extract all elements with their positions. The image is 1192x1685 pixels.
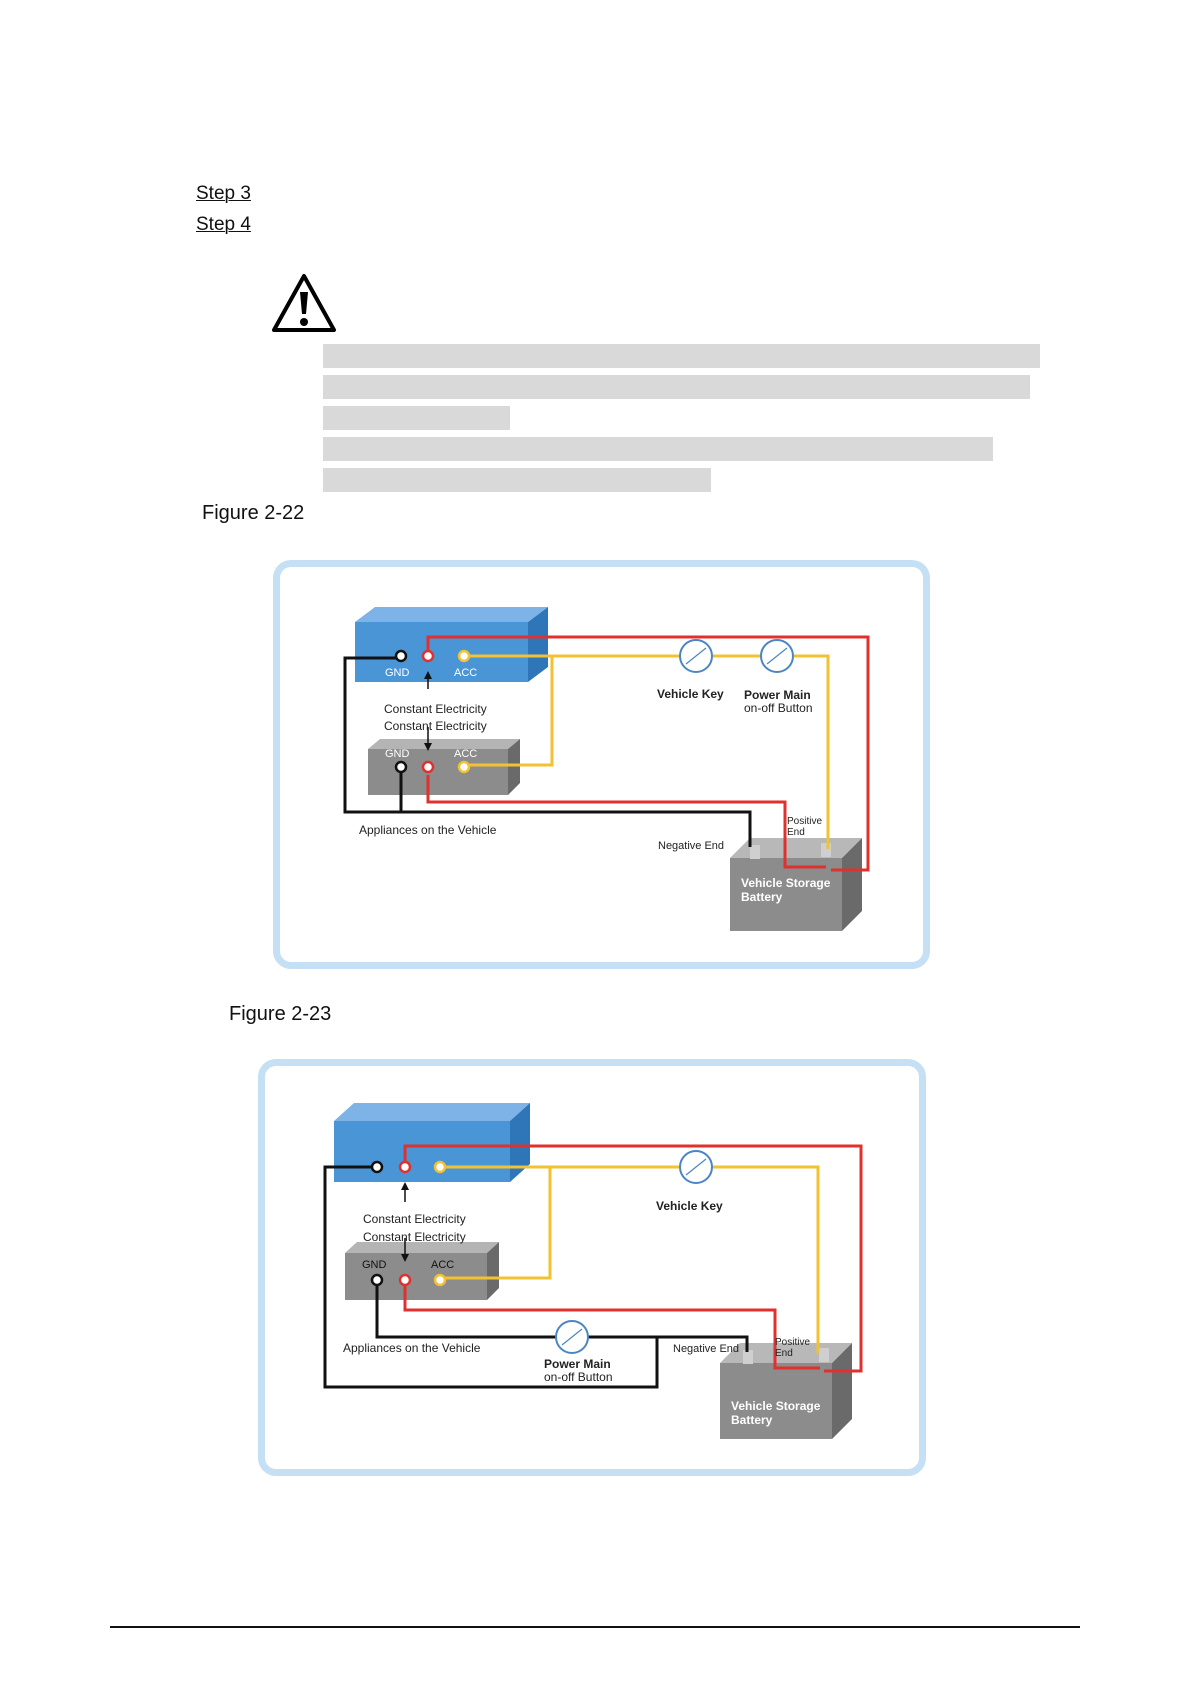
footer-divider: [110, 1626, 1080, 1628]
redacted-text-line: [323, 406, 510, 430]
vehicle-key-label: Vehicle Key: [657, 687, 724, 701]
gnd-label: GND: [362, 1182, 387, 1194]
battery-label: Battery: [741, 890, 783, 904]
acc-label: ACC: [430, 1182, 453, 1194]
wiring-diagram: GND ACC Constant Electricity Constant El…: [323, 1103, 863, 1439]
wiring-diagram: GND ACC Constant Electricity Constant El…: [343, 607, 870, 931]
constant-electricity-label: Constant Electricity: [384, 702, 487, 716]
battery-label: Vehicle Storage: [731, 1399, 821, 1413]
acc-label: ACC: [431, 1259, 454, 1271]
power-main-label: Power Main: [544, 1357, 611, 1371]
step-3-label: Step 3: [196, 183, 251, 204]
power-main-label: Power Main: [744, 688, 811, 702]
constant-electricity-label: Constant Electricity: [384, 719, 487, 733]
appliances-label: Appliances on the Vehicle: [359, 823, 497, 837]
appliances-label: Appliances on the Vehicle: [343, 1341, 481, 1355]
constant-electricity-label: Constant Electricity: [363, 1212, 466, 1226]
gnd-label: GND: [362, 1259, 387, 1271]
gnd-label: GND: [385, 667, 410, 679]
battery-label: Battery: [731, 1413, 773, 1427]
wiring-diagram-frame: GND ACC Constant Electricity Constant El…: [273, 560, 930, 969]
redacted-text-line: [323, 468, 711, 492]
step-4-label: Step 4: [196, 214, 251, 235]
power-main-label: on-off Button: [544, 1370, 613, 1384]
vehicle-key-switch-icon: [679, 639, 713, 673]
power-main-label: on-off Button: [744, 701, 813, 715]
power-main-switch-icon: [760, 639, 794, 673]
gnd-label: GND: [385, 748, 410, 760]
positive-end-label: Positive: [775, 1337, 810, 1348]
wiring-diagram-frame: GND ACC Constant Electricity Constant El…: [258, 1059, 926, 1476]
redacted-text-line: [323, 375, 1030, 399]
vehicle-key-switch-icon: [679, 1150, 713, 1184]
constant-electricity-label: Constant Electricity: [363, 1230, 466, 1244]
positive-end-label: Positive: [787, 816, 822, 827]
redacted-text-line: [323, 437, 993, 461]
power-main-switch-icon: [555, 1320, 589, 1354]
figure-caption: Figure 2-23: [229, 1003, 332, 1025]
vehicle-key-label: Vehicle Key: [656, 1199, 723, 1213]
redacted-text-line: [323, 344, 1040, 368]
positive-end-label: End: [787, 827, 805, 838]
warning-triangle-icon: [270, 272, 338, 339]
negative-end-label: Negative End: [673, 1343, 739, 1355]
acc-label: ACC: [454, 667, 477, 679]
positive-end-label: End: [775, 1348, 793, 1359]
acc-label: ACC: [454, 748, 477, 760]
battery-label: Vehicle Storage: [741, 876, 831, 890]
negative-end-label: Negative End: [658, 840, 724, 852]
figure-caption: Figure 2-22: [202, 502, 305, 524]
